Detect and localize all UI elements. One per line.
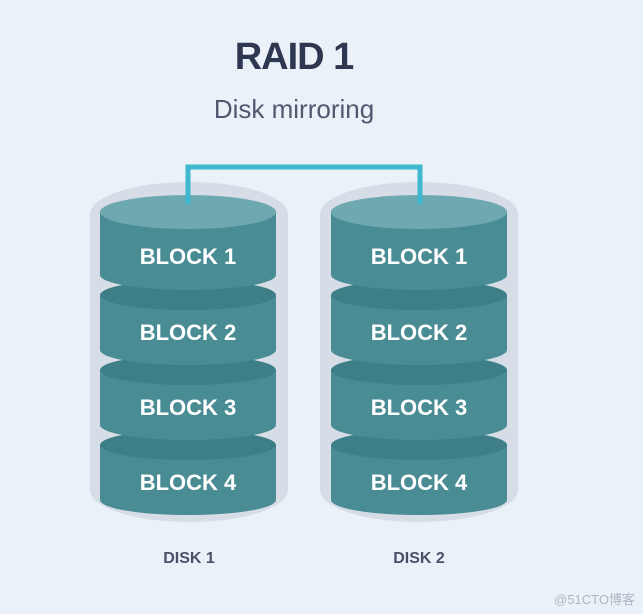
diagram-title: RAID 1 [234, 36, 355, 78]
disk-2-block-4: BLOCK 4 [331, 430, 507, 515]
disk-2-block-2: BLOCK 2 [331, 280, 507, 365]
disk-2-block-1: BLOCK 1 [331, 195, 507, 290]
disk-1-block-2: BLOCK 2 [100, 280, 276, 365]
disk-1-block-3-label: BLOCK 3 [140, 395, 237, 420]
disk-2: BLOCK 4 BLOCK 3 BLOCK 2 BLOCK 1 [320, 182, 518, 522]
disk-1-label: DISK 1 [163, 550, 215, 567]
disk-1-block-1-label: BLOCK 1 [140, 244, 237, 269]
disk-2-block-2-label: BLOCK 2 [371, 320, 468, 345]
disk-2-block-3: BLOCK 3 [331, 355, 507, 440]
diagram-subtitle: Disk mirroring [213, 94, 375, 124]
disk-1-block-4: BLOCK 4 [100, 430, 276, 515]
disk-2-block-4-label: BLOCK 4 [371, 470, 468, 495]
disk-1-top [100, 195, 276, 229]
disk-1-block-2-label: BLOCK 2 [140, 320, 237, 345]
disk-1-block-4-label: BLOCK 4 [140, 470, 237, 495]
watermark: @51CTO博客 [554, 592, 635, 607]
disk-1: BLOCK 4 BLOCK 3 BLOCK 2 BLOCK 1 [90, 182, 288, 522]
disk-2-top [331, 195, 507, 229]
disk-1-block-1: BLOCK 1 [100, 195, 276, 290]
disk-1-block-3: BLOCK 3 [100, 355, 276, 440]
disk-2-label: DISK 2 [393, 550, 445, 567]
disk-2-block-3-label: BLOCK 3 [371, 395, 468, 420]
disk-2-block-1-label: BLOCK 1 [371, 244, 468, 269]
